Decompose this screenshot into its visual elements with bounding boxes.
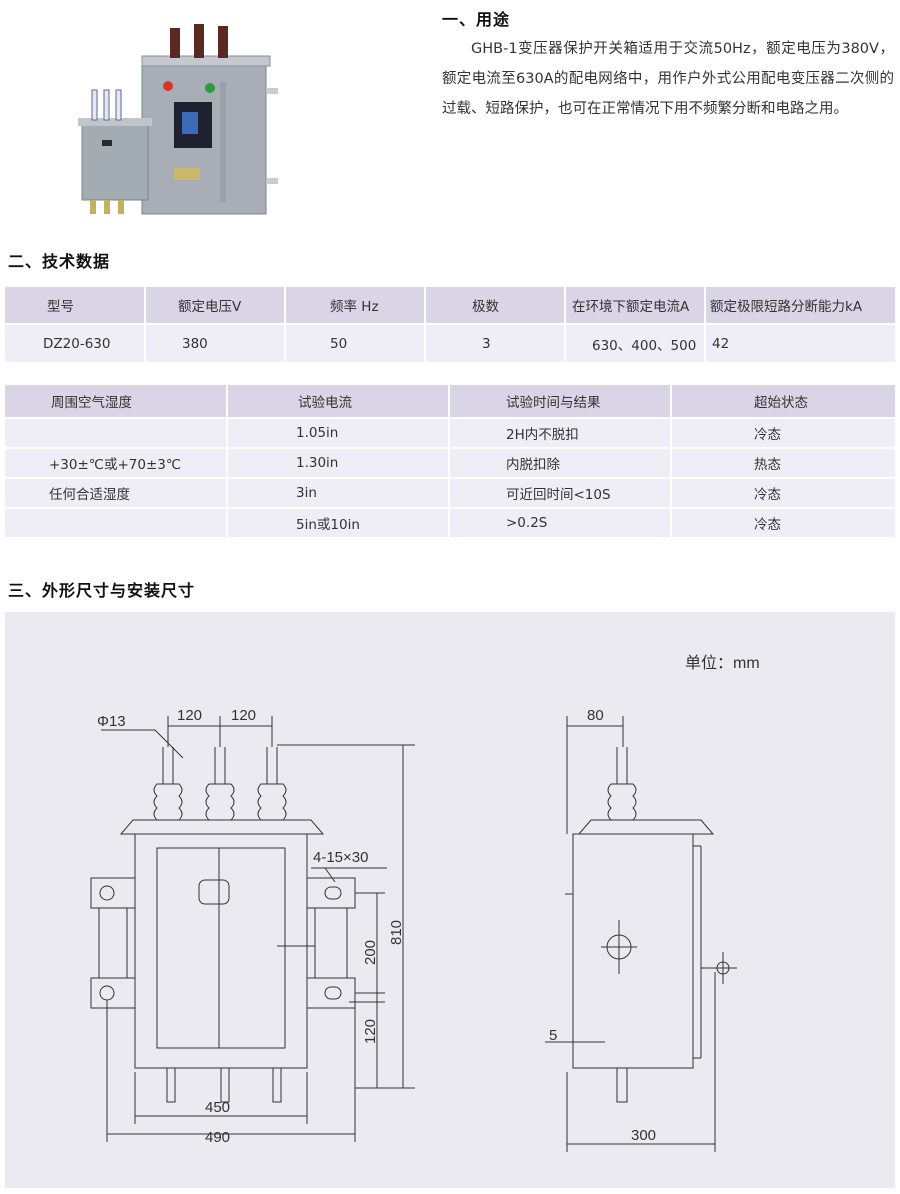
table1-header-row: 型号 额定电压V 频率 Hz 极数 在环境下额定电流A 额定极限短路分断能力kA xyxy=(5,287,895,324)
table2-cell: 任何合适湿度 xyxy=(5,477,227,508)
dim-slot: 4-15×30 xyxy=(313,849,368,866)
section1-body: GHB-1变压器保护开关箱适用于交流50Hz，额定电压为380V，额定电流至63… xyxy=(442,41,894,117)
dimension-drawing: 单位：mm Φ13 120 120 4-15×30 810 200 120 45… xyxy=(5,612,895,1188)
bushing-left xyxy=(153,747,183,821)
section2-title: 二、技术数据 xyxy=(8,252,111,271)
table2-cell: +30±℃或+70±3℃ xyxy=(5,447,227,478)
table2-header: 超始状态 xyxy=(670,385,895,418)
table-row: 任何合适湿度 3in 可近回时间<10S 冷态 xyxy=(5,477,895,508)
dim-spacing-120-a: 120 xyxy=(177,707,202,724)
table2-cell xyxy=(5,507,227,537)
bushing-middle xyxy=(205,747,235,821)
dim-height-810: 810 xyxy=(388,920,405,945)
tech-data-table: 型号 额定电压V 频率 Hz 极数 在环境下额定电流A 额定极限短路分断能力kA… xyxy=(5,287,895,362)
dim-width-490: 490 xyxy=(205,1129,230,1146)
table2-cell: 5in或10in xyxy=(226,507,449,537)
table2-cell: 1.30in xyxy=(226,447,449,478)
side-bushing xyxy=(607,747,637,821)
table2-header: 试验时间与结果 xyxy=(448,385,671,418)
technical-drawing: 单位：mm Φ13 120 120 4-15×30 810 200 120 45… xyxy=(90,654,760,1152)
table1-cell: 50 xyxy=(284,323,425,362)
table1-header: 在环境下额定电流A xyxy=(564,287,705,324)
dim-height-200: 200 xyxy=(362,940,379,965)
table1-cell: 380 xyxy=(144,323,285,362)
product-photo xyxy=(78,24,278,215)
section3-title: 三、外形尺寸与安装尺寸 xyxy=(8,581,196,600)
table2-header-row: 周围空气湿度 试验电流 试验时间与结果 超始状态 xyxy=(5,385,895,418)
table-row: 5in或10in >0.2S 冷态 xyxy=(5,507,895,537)
table2-cell: 冷态 xyxy=(670,417,895,448)
table2-cell: 冷态 xyxy=(670,507,895,537)
table2-cell xyxy=(5,417,227,448)
dim-width-450: 450 xyxy=(205,1099,230,1116)
table1-cell: 42 xyxy=(704,323,895,362)
table1-header: 频率 Hz xyxy=(284,287,425,324)
table1-header: 额定电压V xyxy=(144,287,285,324)
table-row: 1.05in 2H内不脱扣 冷态 xyxy=(5,417,895,448)
table-row: DZ20-630 380 50 3 630、400、500 42 xyxy=(5,323,895,362)
table1-header: 额定极限短路分断能力kA xyxy=(704,287,895,324)
dim-phi13: Φ13 xyxy=(97,713,126,730)
bushing-right xyxy=(257,747,287,821)
dim-spacing-120-b: 120 xyxy=(231,707,256,724)
dim-height-120: 120 xyxy=(362,1019,379,1044)
table1-cell: 630、400、500 xyxy=(564,323,705,362)
table2-cell: 2H内不脱扣 xyxy=(448,417,671,448)
table1-header: 极数 xyxy=(424,287,565,324)
table2-cell: 可近回时间<10S xyxy=(448,477,671,508)
table1-cell: DZ20-630 xyxy=(5,323,145,362)
table1-header: 型号 xyxy=(5,287,145,324)
table2-cell: 1.05in xyxy=(226,417,449,448)
table2-cell: 热态 xyxy=(670,447,895,478)
table1-cell: 3 xyxy=(424,323,565,362)
table2-cell: >0.2S xyxy=(448,507,671,537)
test-condition-table: 周围空气湿度 试验电流 试验时间与结果 超始状态 1.05in 2H内不脱扣 冷… xyxy=(5,385,895,537)
section1-title: 一、用途 xyxy=(442,10,511,29)
dim-side-300: 300 xyxy=(631,1127,656,1144)
table2-header: 试验电流 xyxy=(226,385,449,418)
table-row: +30±℃或+70±3℃ 1.30in 内脱扣除 热态 xyxy=(5,447,895,478)
table2-header: 周围空气湿度 xyxy=(5,385,227,418)
table2-cell: 内脱扣除 xyxy=(448,447,671,478)
dim-side-80: 80 xyxy=(587,707,604,724)
dim-side-5: 5 xyxy=(549,1027,557,1044)
table2-cell: 3in xyxy=(226,477,449,508)
table2-cell: 冷态 xyxy=(670,477,895,508)
unit-label: 单位：mm xyxy=(685,654,760,672)
